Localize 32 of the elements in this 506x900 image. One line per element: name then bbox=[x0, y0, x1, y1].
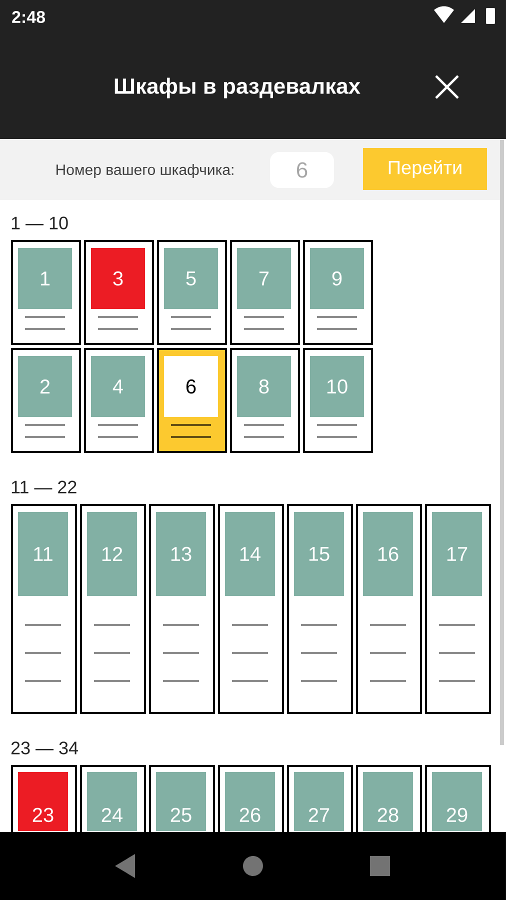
locker: 23 bbox=[11, 765, 77, 834]
locker: 13 bbox=[149, 504, 215, 714]
locker: 17 bbox=[425, 504, 491, 714]
locker: 14 bbox=[218, 504, 284, 714]
locker: 11 bbox=[11, 504, 77, 714]
locker: 7 bbox=[230, 240, 300, 345]
locker: 26 bbox=[218, 765, 284, 834]
locker: 12 bbox=[80, 504, 146, 714]
status-time: 2:48 bbox=[12, 11, 46, 24]
locker: 29 bbox=[425, 765, 491, 834]
locker: 16 bbox=[356, 504, 422, 714]
locker: 3 bbox=[84, 240, 154, 345]
locker: 10 bbox=[303, 348, 373, 453]
locker: 25 bbox=[149, 765, 215, 834]
section-heading: 11 — 22 bbox=[12, 480, 76, 494]
locker: 8 bbox=[230, 348, 300, 453]
section-heading: 23 — 34 bbox=[11, 742, 78, 754]
go-button: Перейти bbox=[363, 148, 487, 190]
locker: 6 bbox=[157, 348, 227, 453]
locker: 4 bbox=[84, 348, 154, 453]
locker: 28 bbox=[356, 765, 422, 834]
locker: 15 bbox=[287, 504, 353, 714]
locker: 5 bbox=[157, 240, 227, 345]
locker: 1 bbox=[11, 240, 81, 345]
locker: 24 bbox=[80, 765, 146, 834]
locker: 27 bbox=[287, 765, 353, 834]
section-heading: 1 — 10 bbox=[12, 216, 68, 230]
field-label: Номер вашего шкафчика: bbox=[56, 164, 234, 178]
input-field: 6 bbox=[270, 152, 334, 188]
screen-title: Шкафы в раздевалках bbox=[114, 78, 360, 98]
locker: 2 bbox=[11, 348, 81, 453]
locker: 9 bbox=[303, 240, 373, 345]
